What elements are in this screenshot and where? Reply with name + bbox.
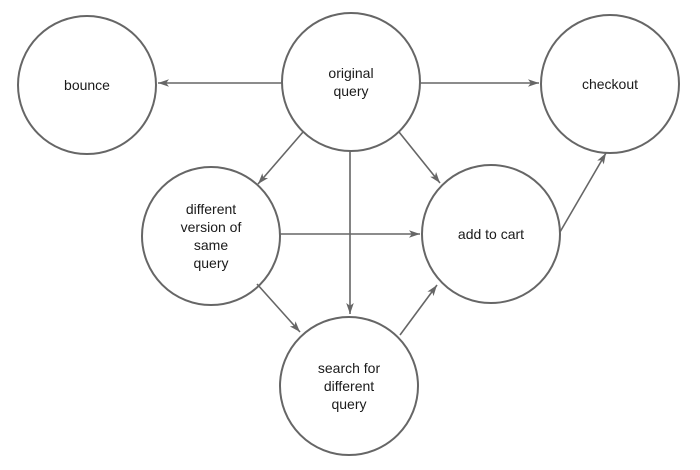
node-label-line: bounce <box>64 77 110 93</box>
node-circle-search-for-different-query[interactable] <box>279 316 419 456</box>
edge-original-query-to-add-to-cart[interactable] <box>398 131 441 184</box>
node-label-bounce: bounce <box>64 77 110 93</box>
node-label-original-query: original query <box>328 65 373 99</box>
edge-add-to-cart-to-checkout[interactable] <box>559 152 607 233</box>
node-label-checkout: checkout <box>582 76 638 92</box>
node-search-for-different-query[interactable]: search for different query <box>279 316 419 456</box>
node-checkout[interactable]: checkout <box>540 14 680 154</box>
node-circle-checkout[interactable] <box>540 14 680 154</box>
node-bounce[interactable]: bounce <box>17 15 157 155</box>
edge-search-for-different-query-to-add-to-cart[interactable] <box>399 284 438 336</box>
node-add-to-cart[interactable]: add to cart <box>421 164 561 304</box>
node-label-line: different <box>186 201 236 217</box>
node-label-line: original <box>328 65 373 81</box>
node-circle-add-to-cart[interactable] <box>421 164 561 304</box>
node-label-line: different <box>324 378 374 394</box>
node-label-line: version of <box>181 219 242 235</box>
node-circle-original-query[interactable] <box>281 12 421 152</box>
nodes-layer: bounce original query checkout different vers… <box>17 12 680 456</box>
edge-different-version-of-same-query-to-search-for-different-query[interactable] <box>256 283 301 333</box>
node-label-line: same <box>194 237 228 253</box>
node-label-search-for-different-query: search for different query <box>318 360 381 412</box>
node-label-line: query <box>193 255 228 271</box>
node-label-different-version-of-same-query: different version of same query <box>181 201 242 271</box>
node-label-line: checkout <box>582 76 638 92</box>
edge-original-query-to-different-version-of-same-query[interactable] <box>257 131 304 185</box>
node-different-version-of-same-query[interactable]: different version of same query <box>141 166 281 306</box>
edges-layer <box>158 79 607 336</box>
node-label-line: query <box>331 396 366 412</box>
node-original-query[interactable]: original query <box>281 12 421 152</box>
node-label-line: search for <box>318 360 381 376</box>
node-label-line: add to cart <box>458 226 524 242</box>
node-label-add-to-cart: add to cart <box>458 226 524 242</box>
node-circle-bounce[interactable] <box>17 15 157 155</box>
node-circle-different-version-of-same-query[interactable] <box>141 166 281 306</box>
node-label-line: query <box>333 83 368 99</box>
